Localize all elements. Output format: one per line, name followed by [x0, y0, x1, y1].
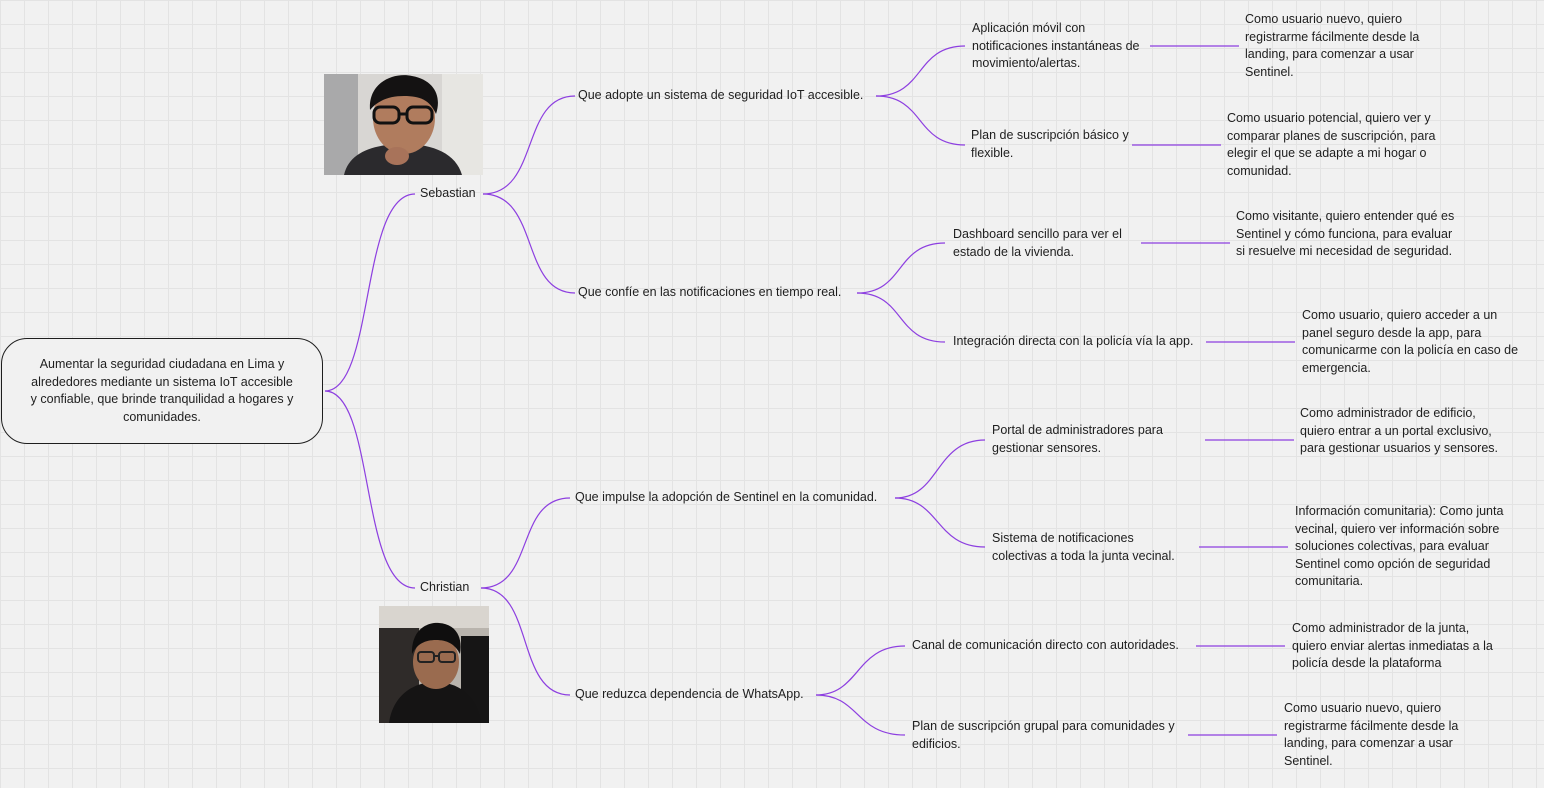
connector-goal-1-feature-1	[875, 45, 966, 97]
user-story-node[interactable]: Como administrador de edificio, quiero e…	[1300, 406, 1499, 455]
user-story-node[interactable]: Como administrador de la junta, quiero e…	[1292, 621, 1493, 670]
christian-webcam-photo[interactable]	[379, 606, 489, 723]
feature-node[interactable]: Aplicación móvil con notificaciones inst…	[972, 21, 1140, 70]
connector-goal-3-feature-1	[894, 439, 986, 499]
feature-node[interactable]: Plan de suscripción básico y flexible.	[971, 128, 1129, 160]
connector-goal-3-feature-2	[894, 497, 986, 548]
person-photo-icon	[379, 606, 489, 723]
connector-christian-goal-1	[480, 497, 571, 589]
feature-node[interactable]: Portal de administradores para gestionar…	[992, 423, 1163, 455]
user-story-node[interactable]: Como usuario nuevo, quiero registrarme f…	[1245, 12, 1420, 79]
connector-goal-2-feature-2	[856, 292, 946, 343]
connector-goal-4-feature-2	[815, 694, 906, 736]
connector-christian-goal-2	[480, 587, 571, 696]
persona-sebastian[interactable]: Sebastian	[420, 186, 476, 200]
connector-sebastian-goal-1	[482, 95, 576, 195]
root-node[interactable]: Aumentar la seguridad ciudadana en Lima …	[1, 338, 323, 444]
goal-node[interactable]: Que impulse la adopción de Sentinel en l…	[575, 490, 878, 504]
root-node-label: Aumentar la seguridad ciudadana en Lima …	[30, 357, 294, 424]
user-story-node[interactable]: Como visitante, quiero entender qué es S…	[1236, 209, 1455, 258]
user-story-node[interactable]: Información comunitaria): Como junta vec…	[1295, 504, 1504, 588]
user-story-node[interactable]: Como usuario potencial, quiero ver y com…	[1227, 111, 1436, 178]
user-story-node[interactable]: Como usuario nuevo, quiero registrarme f…	[1284, 701, 1459, 768]
sebastian-webcam-photo[interactable]	[324, 74, 483, 175]
goal-node[interactable]: Que confíe en las notificaciones en tiem…	[578, 285, 842, 299]
persona-christian[interactable]: Christian	[420, 580, 470, 594]
feature-node[interactable]: Integración directa con la policía vía l…	[953, 334, 1194, 348]
feature-node[interactable]: Sistema de notificaciones colectivas a t…	[992, 531, 1175, 563]
feature-node[interactable]: Plan de suscripción grupal para comunida…	[912, 719, 1175, 751]
user-story-node[interactable]: Como usuario, quiero acceder a un panel …	[1302, 308, 1519, 375]
connector-goal-1-feature-2	[875, 95, 966, 146]
connector-sebastian-goal-2	[482, 193, 576, 294]
goal-node[interactable]: Que reduzca dependencia de WhatsApp.	[575, 687, 804, 701]
feature-node[interactable]: Canal de comunicación directo con autori…	[912, 638, 1179, 652]
connector-root-christian	[324, 390, 416, 589]
goal-node[interactable]: Que adopte un sistema de seguridad IoT a…	[578, 88, 864, 102]
connector-goal-4-feature-1	[815, 645, 906, 696]
person-photo-icon	[324, 74, 483, 175]
connector-goal-2-feature-1	[856, 242, 946, 294]
feature-node[interactable]: Dashboard sencillo para ver el estado de…	[953, 227, 1122, 259]
connector-root-sebastian	[324, 193, 416, 392]
